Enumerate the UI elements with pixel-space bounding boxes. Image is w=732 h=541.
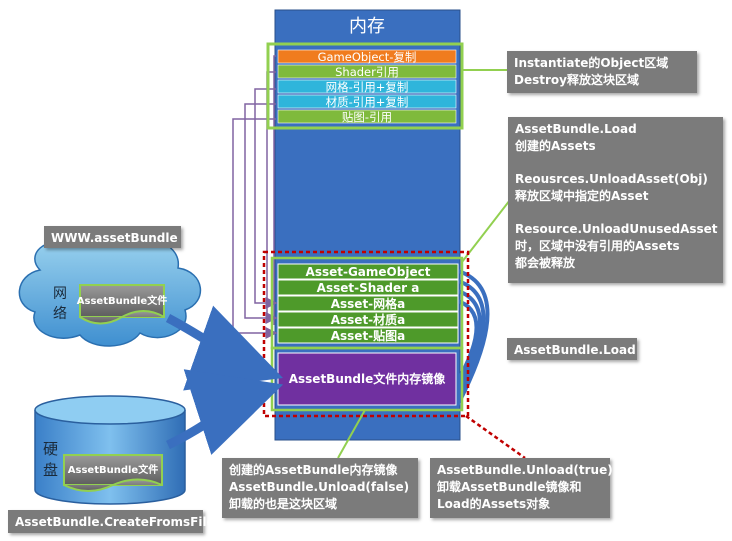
arrow-network-to-mirror: [165, 305, 283, 391]
connector-unload-false: [337, 409, 366, 459]
reference-lines: [232, 55, 278, 339]
asset-row-texture: Asset-贴图a: [277, 327, 459, 344]
svg-text:材质-引用+复制: 材质-引用+复制: [326, 95, 409, 109]
top-row-texture: 贴图-引用: [277, 109, 457, 124]
top-row-material: 材质-引用+复制: [277, 94, 457, 109]
disk-label-1: 硬: [43, 440, 58, 458]
svg-text:Asset-贴图a: Asset-贴图a: [331, 328, 406, 343]
arrow-disk-to-mirror: [166, 369, 284, 455]
disk-cylinder: 硬 盘 AssetBundle文件: [34, 395, 186, 505]
asset-rows: Asset-GameObject Asset-Shader a Asset-网格…: [277, 263, 459, 344]
svg-text:Asset-网格a: Asset-网格a: [331, 296, 406, 311]
svg-text:网格-引用+复制: 网格-引用+复制: [326, 80, 409, 94]
network-cloud: 网 络 AssetBundle文件: [18, 231, 201, 347]
top-row-gameobject: GameObject-复制: [277, 49, 457, 64]
svg-text:GameObject-复制: GameObject-复制: [318, 50, 417, 64]
svg-text:Asset-材质a: Asset-材质a: [331, 312, 406, 327]
disk-file: AssetBundle文件: [63, 454, 163, 492]
asset-row-shader: Asset-Shader a: [277, 279, 459, 296]
top-row-shader: Shader引用: [277, 64, 457, 79]
top-row-mesh: 网格-引用+复制: [277, 79, 457, 94]
assetbundle-memory-mirror: [277, 352, 457, 406]
instantiate-region-frame: [266, 42, 464, 130]
reference-line: [254, 88, 278, 309]
connector-load: [461, 199, 511, 263]
disk-label-2: 盘: [43, 461, 58, 479]
callout-create-from-file: AssetBundle.CreateFromsFile: [8, 510, 215, 533]
asset-row-gameobject: Asset-GameObject: [277, 263, 459, 280]
callout-instantiate: Instantiate的Object区域 Destroy释放这块区域: [507, 51, 697, 93]
network-file: AssetBundle文件: [77, 284, 167, 325]
svg-text:贴图-引用: 贴图-引用: [342, 110, 392, 124]
network-label-2: 络: [53, 306, 67, 322]
connector-unload-true: [465, 414, 526, 460]
top-rows: GameObject-复制 Shader引用 网格-引用+复制 材质-引用+复制…: [277, 49, 457, 124]
callout-load-unload: AssetBundle.Load 创建的Assets Reousrces.Unl…: [508, 117, 723, 283]
reference-line: [273, 55, 276, 325]
svg-text:Shader引用: Shader引用: [335, 65, 399, 79]
svg-text:Asset-GameObject: Asset-GameObject: [306, 265, 431, 279]
asset-row-mesh: Asset-网格a: [277, 295, 459, 312]
callout-assetbundle-load: AssetBundle.Load: [507, 338, 637, 360]
disk-file-label: AssetBundle文件: [68, 463, 158, 476]
callout-unload-false: 创建的AssetBundle内存镜像 AssetBundle.Unload(fa…: [222, 458, 418, 518]
memory-title: 内存: [349, 16, 385, 37]
callout-www-assetbundle: WWW.assetBundle: [44, 226, 181, 248]
callout-unload-true: AssetBundle.Unload(true) 卸载AssetBundle镜像…: [430, 458, 613, 518]
svg-text:Asset-Shader a: Asset-Shader a: [317, 281, 420, 295]
asset-row-material: Asset-材质a: [277, 311, 459, 328]
mirror-label: AssetBundle文件内存镜像: [289, 371, 447, 386]
network-label-1: 网: [53, 286, 67, 302]
network-file-label: AssetBundle文件: [77, 294, 167, 307]
